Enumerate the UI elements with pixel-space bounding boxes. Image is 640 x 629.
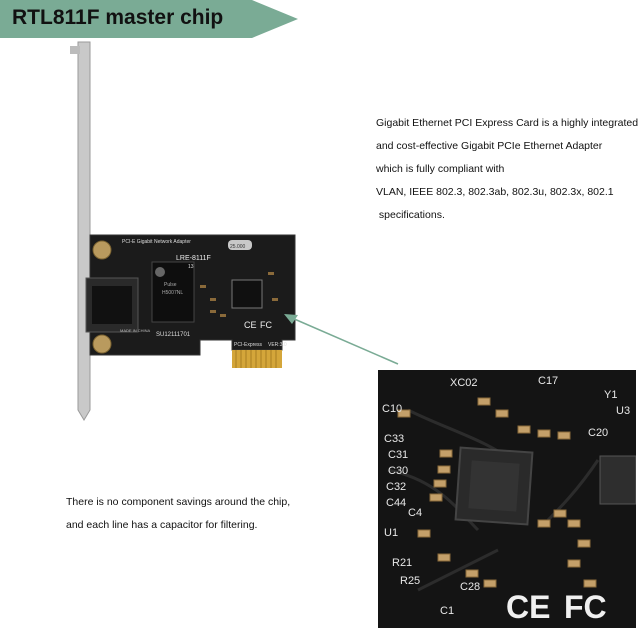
card-serial-label: SU12111701 <box>156 332 191 338</box>
card-top-label: PCI-E Gigabit Network Adapter <box>122 239 191 245</box>
note-line: There is no component savings around the… <box>66 496 291 508</box>
closeup-label-c33: C33 <box>384 433 404 445</box>
closeup-label-c32: C32 <box>386 481 406 493</box>
transformer-part-label: H5007NL <box>162 290 183 296</box>
closeup-label-xc02: XC02 <box>450 377 478 389</box>
closeup-fc-mark: FC <box>564 589 607 625</box>
closeup-label-u1: U1 <box>384 527 398 539</box>
card-ce-mark: CE <box>244 320 257 330</box>
closeup-label-c44: C44 <box>386 497 406 509</box>
closeup-label-r25: R25 <box>400 575 420 587</box>
card-crystal-label: 25.000 <box>230 244 246 250</box>
card-ver-label: VER:3.0 <box>268 342 287 348</box>
filtering-note: There is no component savings around the… <box>66 491 290 537</box>
banner-title: RTL811F master chip <box>12 6 224 29</box>
description-line: Gigabit Ethernet PCI Express Card is a h… <box>376 117 639 129</box>
banner-arrow-shape <box>0 0 298 38</box>
closeup-label-c17: C17 <box>538 375 558 387</box>
closeup-label-c1: C1 <box>440 605 454 617</box>
description-line: specifications. <box>376 209 445 221</box>
card-model-label: LRE-8111F <box>176 255 211 262</box>
closeup-ce-mark: CE <box>506 589 550 625</box>
description-line: VLAN, IEEE 802.3, 802.3ab, 802.3u, 802.3… <box>376 186 614 198</box>
description-line: and cost-effective Gigabit PCIe Ethernet… <box>376 140 603 152</box>
chip-closeup-photo: XC02 C17 Y1 U3 C10 C20 C33 C31 C30 C32 C… <box>378 370 636 628</box>
title-banner: RTL811F master chip <box>0 0 300 38</box>
closeup-label-c31: C31 <box>388 449 408 461</box>
closeup-label-r21: R21 <box>392 557 412 569</box>
product-description: Gigabit Ethernet PCI Express Card is a h… <box>376 112 638 227</box>
closeup-label-c30: C30 <box>388 465 408 477</box>
closeup-label-c28: C28 <box>460 581 480 593</box>
closeup-label-c10: C10 <box>382 403 402 415</box>
transformer-brand-label: Pulse <box>164 282 177 288</box>
card-version-label: 13 <box>188 264 194 270</box>
network-card-photo: PCI-E Gigabit Network Adapter 25.000 LRE… <box>70 41 296 421</box>
card-made-in-label: MADE IN CHINA <box>120 328 151 333</box>
closeup-label-y1: Y1 <box>604 389 617 401</box>
card-bottom-label: PCI-Express <box>234 342 263 348</box>
description-line: which is fully compliant with <box>376 163 505 175</box>
pointer-arrow <box>284 314 399 365</box>
closeup-label-c20: C20 <box>588 427 608 439</box>
note-line: and each line has a capacitor for filter… <box>66 519 258 531</box>
closeup-label-u3: U3 <box>616 405 630 417</box>
closeup-label-c4: C4 <box>408 507 422 519</box>
card-fc-mark: FC <box>260 320 272 330</box>
